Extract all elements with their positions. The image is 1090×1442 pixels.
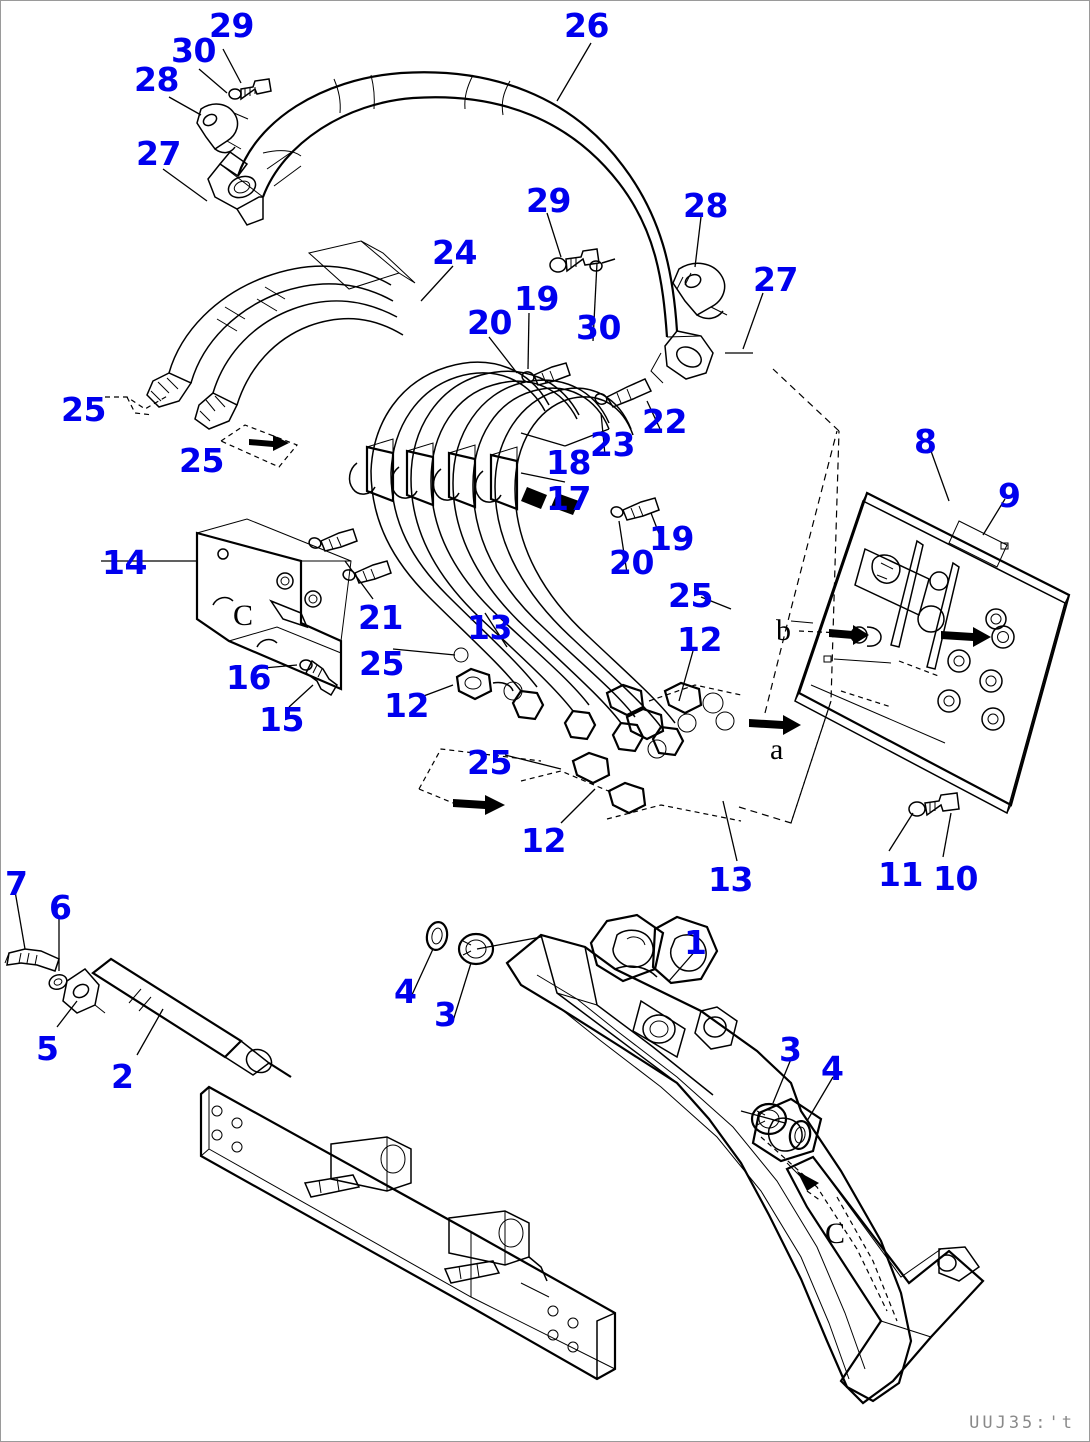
bolts-21 [308,528,392,584]
callout-30-top: 30 [171,31,216,70]
callout-25-d: 25 [359,644,404,683]
callout-29-mid: 29 [526,181,571,220]
section-marker-c-boom: C [825,1217,846,1250]
bushings-3-4 [425,921,812,1150]
callout-28-top: 28 [134,60,179,99]
callout-18: 18 [546,443,591,482]
callout-19-upper: 19 [514,279,559,318]
callout-25-a: 25 [61,390,106,429]
hose-26 [207,71,714,384]
callout-26: 26 [564,6,609,45]
callout-9: 9 [998,476,1021,515]
callout-13-b: 13 [708,860,753,899]
callout-30-mid: 30 [576,308,621,347]
bolt-10-11 [908,792,960,817]
section-marker-b: b [776,614,791,647]
fitting-group-top-left [196,78,272,154]
hose-couplings [511,689,685,757]
callout-3-left: 3 [434,995,457,1034]
callout-20-upper: 20 [467,303,512,342]
callout-5: 5 [36,1029,59,1068]
small-fittings [453,647,742,822]
callout-25-e: 25 [467,743,512,782]
valve-block [348,438,579,515]
callout-16: 16 [226,658,271,697]
leader-lines [14,42,1006,1124]
callout-12-a: 12 [677,620,722,659]
callout-17: 17 [546,479,591,518]
callout-1: 1 [684,923,707,962]
hose-bundle-upper-left [146,240,416,430]
callout-10: 10 [933,859,978,898]
section-leaders [738,368,840,824]
callout-8: 8 [914,422,937,461]
callout-25-b: 25 [179,441,224,480]
callout-27-mid: 27 [753,260,798,299]
bracket-14 [195,518,352,697]
callout-4-right: 4 [821,1049,844,1088]
callout-22: 22 [642,402,687,441]
callout-13-a: 13 [467,608,512,647]
callout-25-c: 25 [668,576,713,615]
drawing-watermark: UUJ35:'t [969,1413,1075,1433]
callout-28-mid: 28 [683,186,728,225]
bolts-19-20 [521,362,660,521]
callout-29-top: 29 [209,6,254,45]
callout-19-lower: 19 [649,519,694,558]
section-marker-a: a [770,733,784,766]
cylinder-assembly [4,948,292,1078]
callout-21: 21 [358,598,403,637]
fastener-b [829,625,882,647]
bolt-22-23 [594,378,653,408]
mount-plate [794,491,1071,815]
callout-12-b: 12 [384,686,429,725]
hose-bundle-center [348,361,685,757]
callout-15: 15 [259,700,304,739]
callout-12-c: 12 [521,821,566,860]
callout-23: 23 [590,425,635,464]
callout-11: 11 [878,855,923,894]
section-marker-c-bracket: C [233,599,254,632]
elbow-28-middle [672,262,728,320]
callout-7: 7 [5,864,28,903]
callout-2: 2 [111,1057,134,1096]
callout-3-right: 3 [779,1030,802,1069]
callout-20-lower: 20 [609,543,654,582]
callout-27-top: 27 [136,134,181,173]
fastener-a [941,608,1015,649]
callout-24: 24 [432,233,477,272]
boom-assembly [505,913,985,1405]
callout-14: 14 [102,543,147,582]
callout-4-left: 4 [394,972,417,1011]
main-frame [199,1085,617,1381]
arrow-markers-25 [105,394,542,815]
callout-6: 6 [49,888,72,927]
